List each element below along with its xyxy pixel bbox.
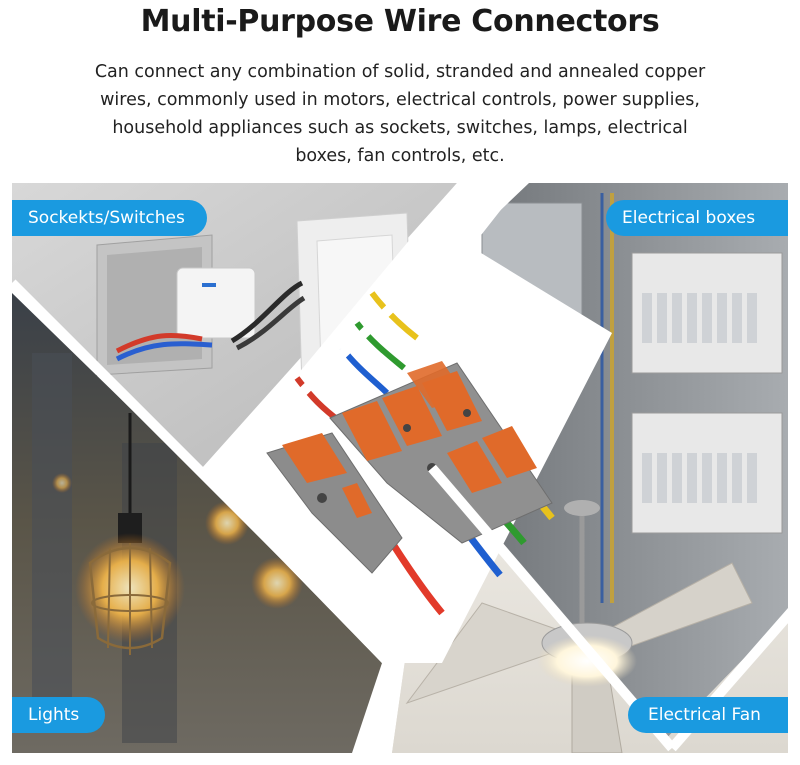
description: Can connect any combination of solid, st… <box>50 58 750 170</box>
description-line: boxes, fan controls, etc. <box>295 146 505 166</box>
connectors-product <box>207 183 612 663</box>
badge-sockets-switches: Sockekts/Switches <box>12 200 207 236</box>
description-line: household appliances such as sockets, sw… <box>112 118 688 138</box>
lights-photo <box>12 293 382 753</box>
page-title: Multi-Purpose Wire Connectors <box>140 4 660 39</box>
description-line: wires, commonly used in motors, electric… <box>100 90 700 110</box>
description-line: Can connect any combination of solid, st… <box>94 62 706 82</box>
badge-electrical-fan: Electrical Fan <box>628 697 788 733</box>
collage-graphics <box>12 183 788 753</box>
badge-electrical-boxes: Electrical boxes <box>606 200 788 236</box>
badge-lights: Lights <box>12 697 106 733</box>
application-collage <box>12 183 788 753</box>
